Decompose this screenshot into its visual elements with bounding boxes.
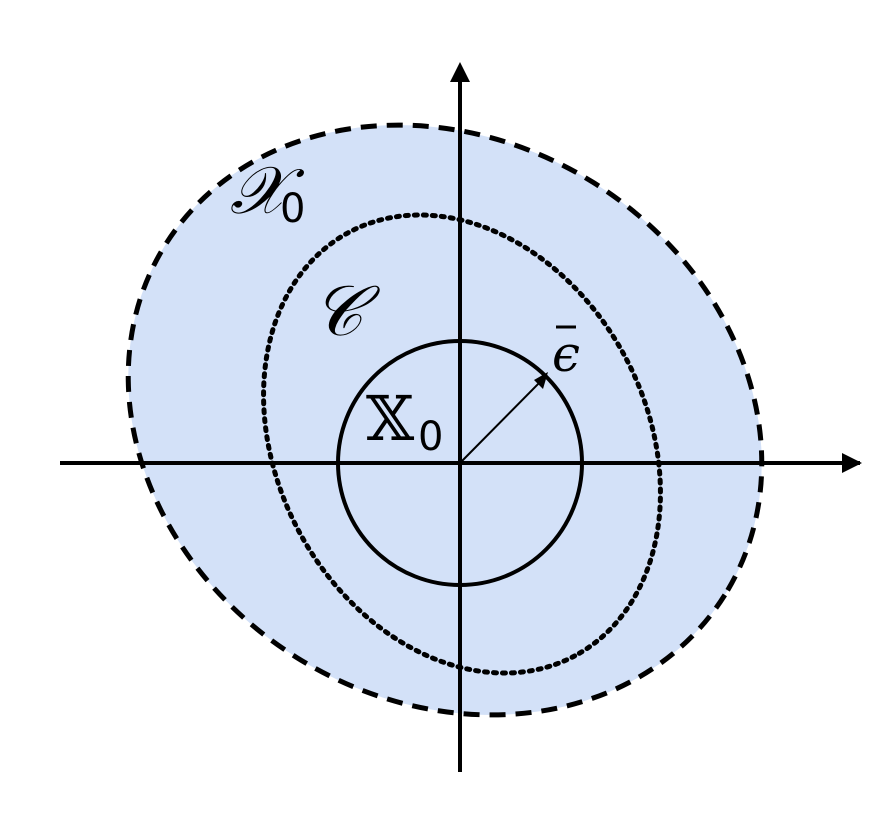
outer-set-region (125, 122, 765, 718)
outer-set-label: 𝒳 0 (230, 152, 305, 232)
radius-label: ϵ (552, 325, 580, 383)
y-axis-arrowhead (450, 62, 470, 82)
inner-set-symbol: 𝕏 (366, 382, 415, 455)
radius-arrowhead (534, 372, 548, 389)
middle-set-boundary (261, 212, 663, 676)
outer-set-subscript: 0 (280, 186, 305, 232)
radius-symbol: ϵ (552, 325, 580, 383)
x-axis-arrowhead (842, 453, 862, 473)
inner-set-label: 𝕏 0 (366, 382, 443, 460)
inner-set-subscript: 0 (418, 414, 443, 460)
inner-set-circle (336, 339, 584, 587)
radius-arrow (459, 375, 547, 464)
